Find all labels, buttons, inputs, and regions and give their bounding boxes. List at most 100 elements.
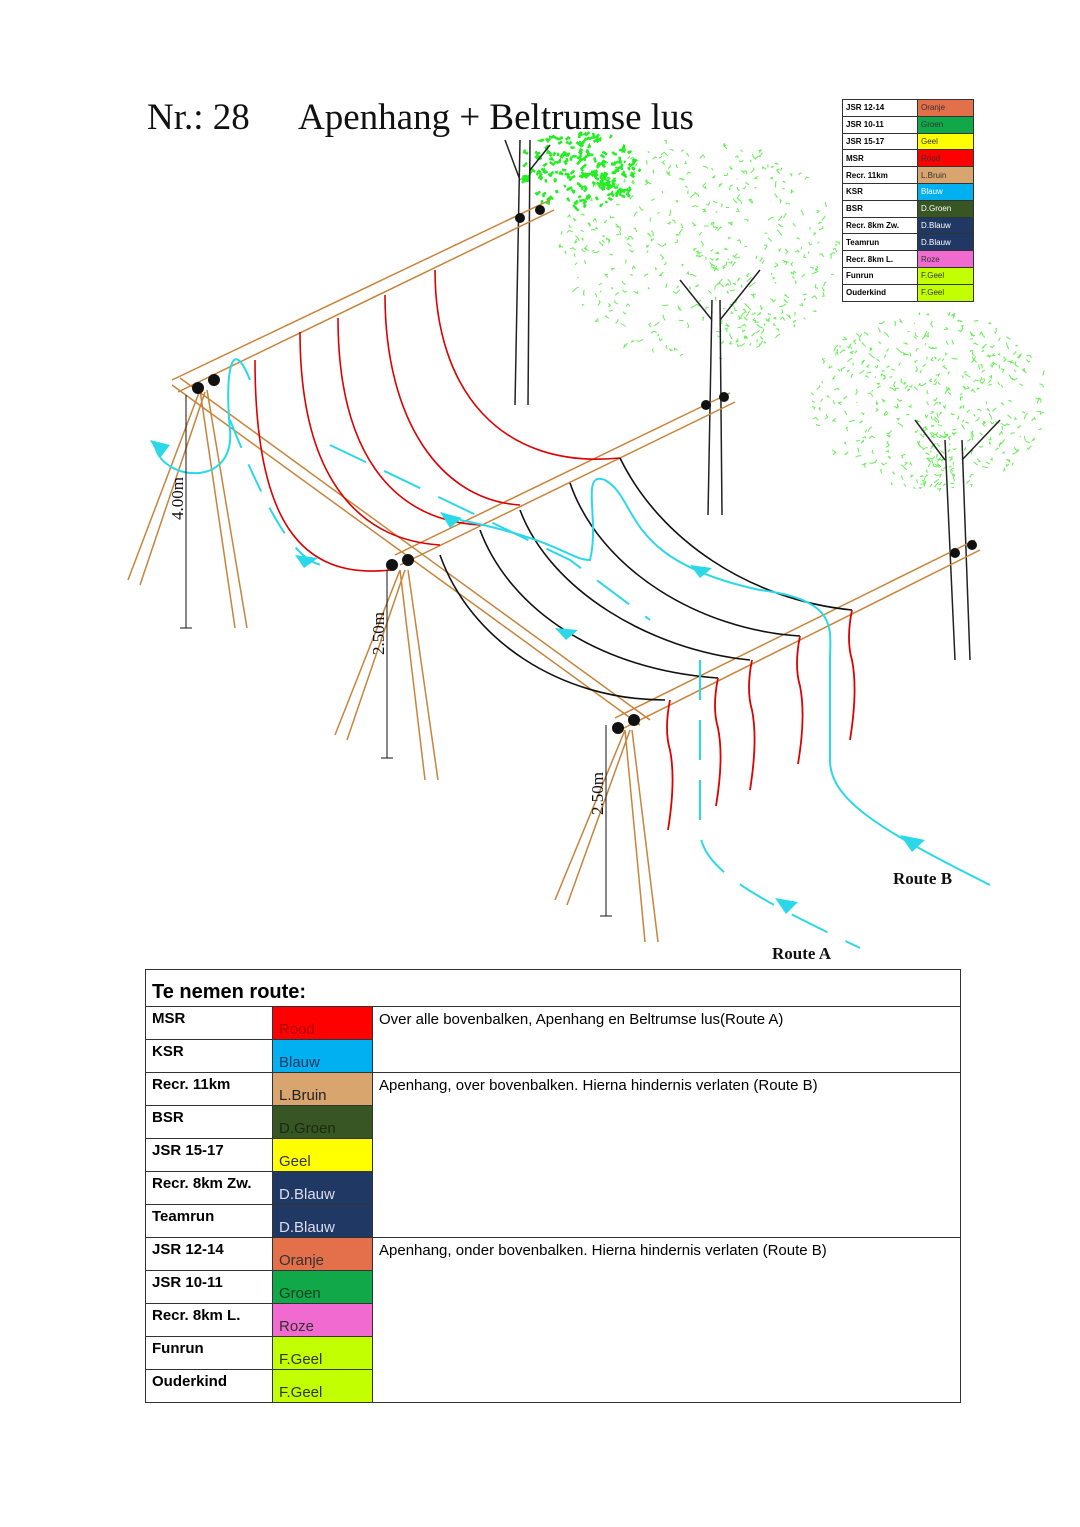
knots [192,205,977,734]
leaf-scribble [740,149,743,153]
leaf-scribble [992,407,997,412]
leaf-scribble [628,235,634,240]
leaf-scribble [752,317,756,322]
leaf-scribble [672,289,681,295]
leaf-scribble [693,247,697,252]
leaf-scribble [665,344,668,350]
leaf-scribble [941,358,945,362]
leaf-scribble [698,254,704,258]
leaf-scribble [944,352,948,356]
leaf-scribble [660,151,669,157]
leaf-scribble [930,416,933,421]
leaf-scribble [986,407,990,412]
leaf-scribble [813,310,817,313]
leaf-scribble [971,430,974,437]
leaf-scribble [934,473,941,477]
leaf-scribble [936,457,942,461]
leaf-scribble [952,428,957,431]
leaf-scribble [1030,437,1036,442]
category-color: L.Bruin [272,1072,373,1106]
leaf-scribble [995,447,999,451]
leaf-scribble [728,340,733,345]
leaf-scribble [921,363,926,368]
leaf-scribble [889,387,896,392]
leaf-scribble [921,335,929,340]
leaf-scribble [618,148,625,152]
leaf-scribble [1014,416,1017,421]
leaf-scribble [862,435,867,439]
leaf-scribble [574,239,578,244]
route-row: Recr. 8km L.Roze [145,1303,961,1337]
leaf-scribble [819,253,825,258]
leaf-scribble [939,473,942,478]
leaf-scribble [1018,354,1022,359]
leaf-scribble [950,312,956,317]
leaf-scribble [686,270,690,276]
leaf-scribble [587,142,592,149]
leaf-scribble [937,357,941,362]
leaf-scribble [936,453,939,459]
leaf-scribble [861,462,867,466]
leaf-scribble [587,136,594,141]
leaf-scribble [877,385,881,389]
leaf-scribble [702,185,707,190]
leaf-scribble [837,368,841,372]
leaf-scribble [754,155,759,159]
leaf-scribble [633,290,639,295]
leaf-scribble [959,396,964,401]
leaf-scribble [613,185,619,190]
leaf-scribble [627,242,632,247]
leaf-scribble [948,443,951,446]
leaf-scribble [797,172,802,176]
leaf-scribble [592,217,597,223]
leaf-scribble [727,258,730,261]
leaf-scribble [932,397,938,401]
leaf-scribble [714,251,720,255]
leaf-scribble [755,255,758,259]
leaf-scribble [1008,400,1012,403]
leaf-scribble [988,383,992,386]
leaf-scribble [717,282,725,288]
leaf-scribble [627,149,633,155]
leaf-scribble [548,134,556,139]
leaf-scribble [803,293,808,296]
category-color: D.Groen [272,1105,373,1139]
leaf-scribble [951,357,958,360]
leaf-scribble [914,429,919,434]
leaf-scribble [542,162,548,168]
leaf-scribble [725,282,730,287]
leaf-scribble [877,340,882,344]
leaf-scribble [764,244,768,246]
leaf-scribble [816,385,821,390]
leaf-scribble [581,303,584,307]
leaf-scribble [723,261,728,267]
leaf-scribble [985,461,991,465]
leaf-scribble [645,244,650,249]
leaf-scribble [579,198,587,203]
leaf-scribble [618,230,622,236]
leaf-scribble [650,230,654,237]
leaf-scribble [604,181,611,189]
leaf-scribble [1019,383,1024,386]
leaf-scribble [735,208,740,213]
leaf-scribble [556,156,562,164]
leaf-scribble [545,200,551,206]
leaf-scribble [937,462,942,468]
leaf-scribble [583,184,588,193]
leaf-scribble [938,381,941,386]
leaf-scribble [686,171,692,175]
leaf-scribble [883,410,888,416]
leaf-scribble [855,389,858,396]
leaf-scribble [560,230,563,235]
leaf-scribble [623,342,628,349]
legend-color: D.Groen [917,199,974,218]
leaf-scribble [821,215,827,221]
leaf-scribble [921,382,927,387]
leaf-scribble [902,351,906,356]
